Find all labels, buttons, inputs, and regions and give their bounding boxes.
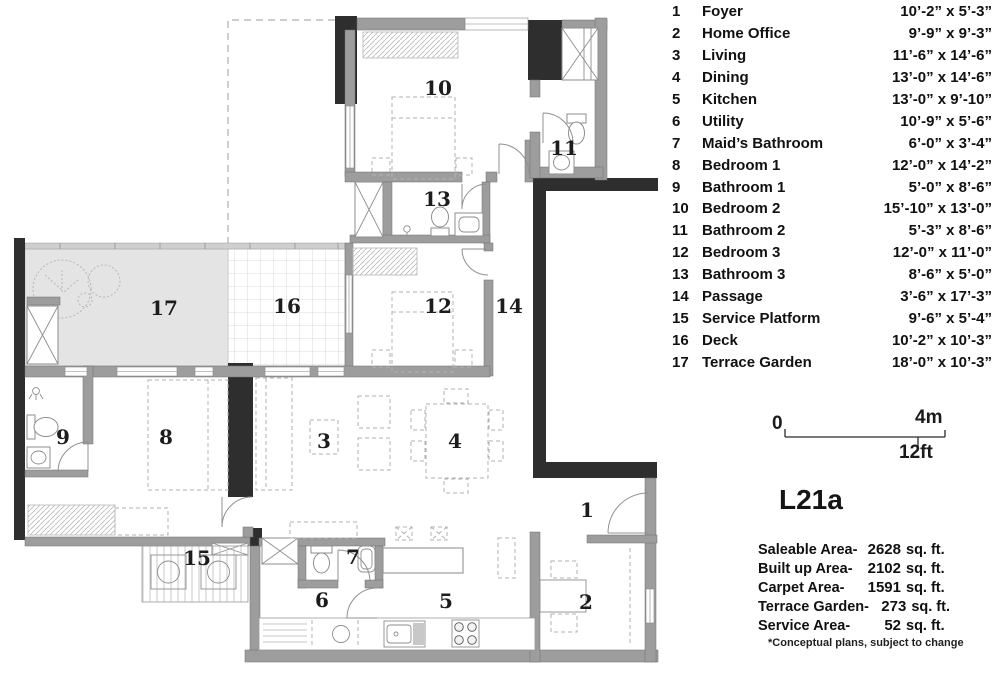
dashed-boundary [227, 19, 335, 243]
legend-room-dims: 10’-2” x 5’-3” [900, 3, 992, 21]
service-platform [141, 545, 249, 603]
washbasin [454, 212, 484, 237]
armchair [357, 395, 391, 429]
room-number-label: 4 [448, 429, 462, 453]
room-number-label: 13 [423, 187, 451, 211]
room-number-label: 14 [495, 294, 523, 318]
dining-table [425, 403, 489, 479]
room-number-label: 12 [424, 294, 452, 318]
legend-number: 1 [672, 3, 681, 21]
room-number-label: 9 [56, 425, 70, 449]
stove [451, 619, 480, 648]
doors [57, 112, 649, 619]
room-number-label: 15 [183, 546, 211, 570]
washing-machine [150, 554, 187, 590]
wardrobes [27, 31, 459, 536]
fridge [497, 537, 516, 579]
kitchen-counter [258, 547, 587, 651]
fixtures [26, 113, 587, 574]
kitchen-island [382, 547, 464, 574]
shower-head [32, 387, 40, 395]
disclaimer-footnote: *Conceptual plans, subject to change [768, 637, 964, 649]
toilet [310, 545, 333, 554]
shower-tray [357, 545, 376, 573]
terrace-garden-area [24, 248, 229, 367]
sink [26, 446, 51, 469]
furniture [114, 96, 631, 645]
bed2 [391, 96, 456, 180]
bed3 [391, 291, 454, 373]
tree-sketch [32, 259, 92, 319]
desk [539, 579, 587, 613]
room-number-label: 5 [439, 589, 453, 613]
scale-zero-label: 0 [772, 413, 783, 434]
room-number-label: 8 [159, 425, 173, 449]
scale-metric-label: 4m [915, 407, 943, 428]
parapet [24, 242, 346, 250]
legend-row: 1 Foyer 10’-2” x 5’-3” [672, 1, 992, 23]
windows [64, 17, 655, 624]
room-number-label: 17 [150, 296, 178, 320]
room-number-label: 2 [579, 590, 593, 614]
room-number-label: 7 [346, 545, 360, 569]
room-number-label: 10 [424, 76, 452, 100]
room-number-label: 3 [317, 429, 331, 453]
armchair [357, 437, 391, 471]
room-number-label: 1 [580, 498, 594, 522]
toilet [430, 227, 450, 237]
kitchen-sink [383, 620, 426, 648]
coffee-table [309, 419, 339, 455]
scale-imperial-label: 12ft [899, 442, 933, 463]
washing-machine [200, 554, 237, 590]
unit-title: L21a [779, 484, 843, 515]
room-number-label: 6 [315, 588, 329, 612]
scale-bar [784, 429, 946, 449]
room-number-label: 16 [273, 294, 301, 318]
sofa [255, 377, 293, 491]
bed1 [147, 379, 229, 491]
legend-room-name: Foyer [702, 3, 743, 21]
room-number-label: 11 [550, 136, 578, 160]
